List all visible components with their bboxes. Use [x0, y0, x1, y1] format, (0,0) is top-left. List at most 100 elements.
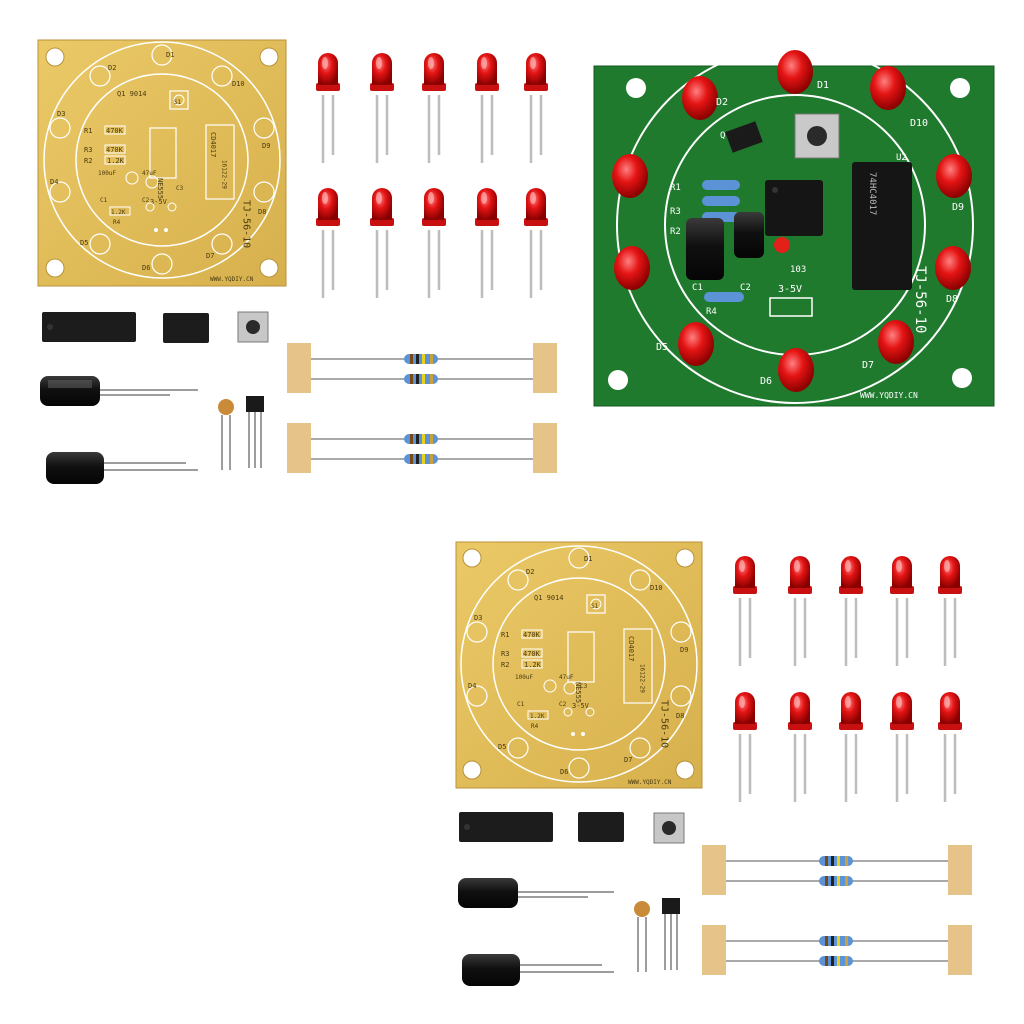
- small-parts-top: [218, 396, 264, 470]
- green-label-r3: R3: [670, 207, 681, 217]
- pcb-r1-value: 470K: [106, 127, 124, 135]
- green-label-q: Q: [720, 131, 725, 141]
- green-label-r2: R2: [670, 227, 681, 237]
- green-label-r4: R4: [706, 307, 717, 317]
- green-label-r1: R1: [670, 183, 681, 193]
- pcb-r4-label: R4: [113, 219, 121, 226]
- green-label-103: 103: [790, 265, 806, 275]
- pcb2-s1-label: S1: [591, 603, 599, 610]
- pcb2-r4-label: R4: [531, 723, 539, 730]
- pcb-ic2-sub: 16122-29: [221, 160, 228, 189]
- pcb-led-label-d5: D5: [80, 239, 88, 247]
- pcb-power-label: 3-5V: [150, 198, 168, 206]
- pcb2-led-label-d9: D9: [680, 646, 688, 654]
- green-label-d9: D9: [952, 202, 964, 213]
- pcb2-led-label-d8: D8: [676, 712, 684, 720]
- loose-capacitors-bottom: [458, 878, 614, 986]
- pcb2-led-label-d4: D4: [468, 682, 476, 690]
- pcb-c3-label: C3: [176, 185, 184, 192]
- pcb-led-label-d1: D1: [166, 51, 174, 59]
- kit-bottom-right: D1 D2 D3 D4 D5 D6 D7 D8 D9 D10 Q1 9014 S…: [455, 541, 973, 986]
- pcb2-c1-value: 100uF: [515, 674, 533, 681]
- pcb2-r3-value: 470K: [523, 650, 541, 658]
- green-label-c2: C2: [740, 283, 751, 293]
- pcb-led-label-d8: D8: [258, 208, 266, 216]
- green-label-power: 3-5V: [778, 284, 802, 295]
- loose-leds-top: [314, 51, 550, 300]
- pcb2-c2-label: C2: [559, 701, 567, 708]
- pcb-led-label-d9: D9: [262, 142, 270, 150]
- pcb-s1-label: S1: [174, 99, 182, 106]
- chip-marking: 74HC4017: [867, 172, 877, 215]
- pcb2-led-label-d1: D1: [584, 555, 592, 563]
- pcb2-power-label: 3-5V: [572, 702, 590, 710]
- kit-top-left: D1 D2 D3 D4 D5 D6 D7 D8 D9 D10 Q1 9014 S…: [37, 39, 558, 484]
- pcb-r3-value: 470K: [106, 146, 124, 154]
- pcb2-board-name: TJ-56-10: [659, 700, 670, 748]
- loose-leds-bottom: [731, 554, 964, 804]
- resistor-strips-top: [286, 342, 558, 474]
- pcb2-q1-label: Q1 9014: [534, 594, 564, 602]
- yellow-pcb-top: D1 D2 D3 D4 D5 D6 D7 D8 D9 D10 Q1 9014 S…: [37, 39, 287, 287]
- pcb-led-label-d2: D2: [108, 64, 116, 72]
- pcb-c2-label: C2: [142, 197, 150, 204]
- pcb2-led-label-d5: D5: [498, 743, 506, 751]
- pcb2-website: WWW.YQDIY.CN: [628, 779, 672, 786]
- pcb-r4-value: 1.2K: [111, 209, 126, 216]
- pcb-board-name: TJ-56-10: [241, 200, 252, 248]
- pcb-website: WWW.YQDIY.CN: [210, 276, 254, 283]
- pcb-c1-value: 100uF: [98, 170, 116, 177]
- pcb2-r2-value: 1.2K: [524, 661, 542, 669]
- mounted-leds: [612, 50, 972, 392]
- pcb2-led-label-d2: D2: [526, 568, 534, 576]
- pcb-r1-label: R1: [84, 127, 92, 135]
- pcb2-led-label-d6: D6: [560, 768, 568, 776]
- pcb-led-label-d3: D3: [57, 110, 65, 118]
- pcb-ic1-text: NE555: [156, 178, 164, 199]
- pcb2-c2-value: 47uF: [559, 674, 574, 681]
- pcb2-c3-label: C3: [580, 683, 588, 690]
- pcb2-led-label-d10: D10: [650, 584, 663, 592]
- pcb-r2-value: 1.2K: [107, 157, 125, 165]
- green-label-d7: D7: [862, 360, 874, 371]
- pcb-led-label-d4: D4: [50, 178, 58, 186]
- pcb2-r4-value: 1.2K: [530, 713, 545, 720]
- pcb-led-label-d6: D6: [142, 264, 150, 272]
- pcb2-r1-value: 470K: [523, 631, 541, 639]
- pcb-ic2-text: CD4017: [209, 132, 217, 157]
- assembled-green-pcb: 74HC4017 D1: [593, 46, 995, 407]
- pcb-led-label-d7: D7: [206, 252, 214, 260]
- green-label-d6: D6: [760, 376, 772, 387]
- green-label-d2: D2: [716, 97, 728, 108]
- pcb2-r3-label: R3: [501, 650, 509, 658]
- green-label-d8: D8: [946, 294, 958, 305]
- green-label-c1: C1: [692, 283, 703, 293]
- green-label-d1: D1: [817, 80, 829, 91]
- pcb2-r1-label: R1: [501, 631, 509, 639]
- pcb2-ic2-text: CD4017: [627, 636, 635, 661]
- loose-capacitors-top: [40, 376, 198, 484]
- pcb-q1-label: Q1 9014: [117, 90, 147, 98]
- loose-ics-bottom: [459, 812, 685, 844]
- loose-ics-top: [42, 311, 269, 343]
- pcb2-ic2-sub: 16122-29: [639, 664, 646, 693]
- green-board-name: TJ-56-10: [912, 266, 928, 333]
- pcb-r3-label: R3: [84, 146, 92, 154]
- green-label-d10: D10: [910, 118, 928, 129]
- green-website: WWW.YQDIY.CN: [860, 391, 918, 400]
- pcb2-ic1-text: NE555: [574, 682, 582, 703]
- green-label-d5: D5: [656, 342, 668, 353]
- yellow-pcb-bottom: D1 D2 D3 D4 D5 D6 D7 D8 D9 D10 Q1 9014 S…: [455, 541, 703, 789]
- pcb2-c1-label: C1: [517, 701, 525, 708]
- pcb-c1-label: C1: [100, 197, 108, 204]
- green-label-u2: U2: [896, 153, 907, 163]
- pcb2-led-label-d7: D7: [624, 756, 632, 764]
- small-parts-bottom: [634, 898, 680, 972]
- pcb-c2-value: 47uF: [142, 170, 157, 177]
- pcb-r2-label: R2: [84, 157, 92, 165]
- pcb2-led-label-d3: D3: [474, 614, 482, 622]
- resistor-strips-bottom: [701, 844, 973, 976]
- pcb-led-label-d10: D10: [232, 80, 245, 88]
- pcb2-r2-label: R2: [501, 661, 509, 669]
